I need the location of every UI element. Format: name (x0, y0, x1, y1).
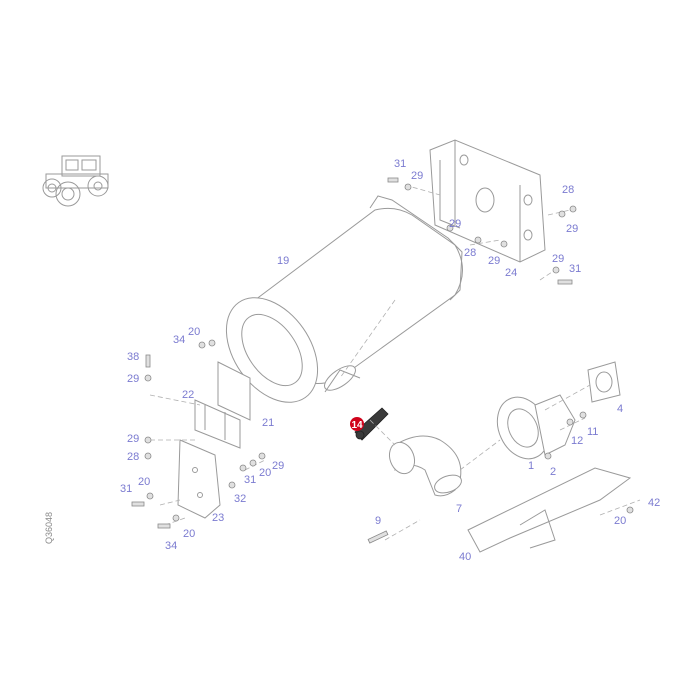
callout-29: 29 (272, 460, 284, 472)
document-id: Q36048 (44, 512, 54, 544)
inlet-elbow (388, 435, 462, 497)
callout-24: 24 (505, 267, 517, 279)
callout-11: 11 (587, 426, 598, 438)
callout-29: 29 (411, 170, 423, 182)
callout-1: 1 (528, 460, 534, 472)
callout-31: 31 (120, 483, 132, 495)
rain-cap (467, 467, 632, 553)
callout-31: 31 (394, 158, 406, 170)
callout-28: 28 (464, 247, 476, 259)
fasteners (131, 177, 634, 544)
callout-7: 7 (456, 503, 462, 515)
callout-28: 28 (562, 184, 574, 196)
callout-29: 29 (127, 433, 139, 445)
callout-22: 22 (182, 389, 194, 401)
callout-32: 32 (234, 493, 246, 505)
callout-29: 29 (488, 255, 500, 267)
callout-4: 4 (617, 403, 623, 415)
assembly-guide-lines (149, 184, 641, 541)
flange-plate (587, 361, 621, 403)
callout-42: 42 (648, 497, 660, 509)
callout-20: 20 (188, 326, 200, 338)
callout-29: 29 (127, 373, 139, 385)
callout-23: 23 (212, 512, 224, 524)
callout-28: 28 (127, 451, 139, 463)
callout-12: 12 (571, 435, 583, 447)
air-cleaner-housing (225, 195, 463, 403)
callout-31: 31 (244, 474, 256, 486)
callout-40: 40 (459, 551, 471, 563)
callout-20: 20 (614, 515, 626, 527)
callout-19: 19 (277, 255, 289, 267)
highlighted-callout-14[interactable]: 14 (350, 417, 364, 431)
tractor-icon (42, 155, 109, 207)
precleaner (496, 394, 576, 460)
callout-20: 20 (259, 467, 271, 479)
highlighted-callout-label: 14 (351, 420, 363, 431)
hose-clamp (354, 407, 389, 441)
callout-9: 9 (375, 515, 381, 527)
callout-34: 34 (173, 334, 185, 346)
left-bracket-parts (177, 361, 251, 519)
callout-2: 2 (550, 466, 556, 478)
callout-34: 34 (165, 540, 177, 552)
callout-21: 21 (262, 417, 274, 429)
callout-31: 31 (569, 263, 581, 275)
callout-20: 20 (183, 528, 195, 540)
callout-labels: 19 31 29 28 29 29 28 29 24 29 31 34 20 3… (120, 158, 660, 563)
callout-38: 38 (127, 351, 139, 363)
callout-29: 29 (449, 218, 461, 230)
mounting-bracket-assembly (429, 139, 546, 263)
callout-20: 20 (138, 476, 150, 488)
callout-29: 29 (566, 223, 578, 235)
callout-29: 29 (552, 253, 564, 265)
